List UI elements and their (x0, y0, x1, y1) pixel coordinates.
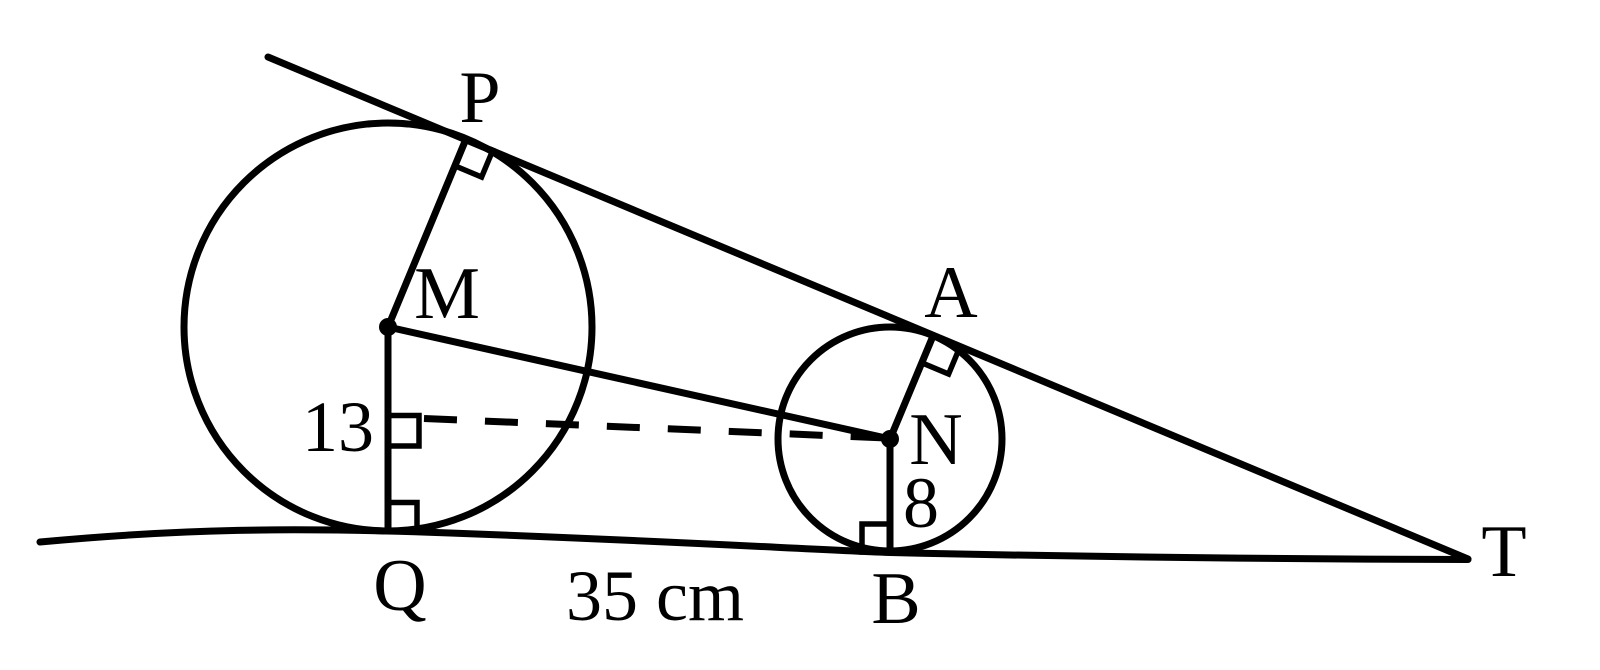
radius-MP (384, 135, 470, 331)
right-angle-mark-A (918, 343, 964, 378)
label-radius-8: 8 (903, 463, 939, 543)
center-dot-M (379, 318, 397, 336)
right-angle-mark-MQ-dashed (385, 412, 422, 449)
label-T: T (1481, 511, 1526, 593)
label-P: P (459, 57, 500, 139)
radius-NA (886, 332, 937, 443)
label-A: A (924, 252, 977, 334)
label-M: M (414, 253, 480, 335)
center-dot-N (881, 430, 899, 448)
segment-MN (384, 323, 894, 443)
right-angle-mark-B (859, 521, 893, 555)
label-B: B (871, 558, 920, 640)
label-N: N (909, 399, 962, 481)
label-distance-35cm: 35 cm (566, 556, 744, 636)
right-angle-mark-Q (385, 499, 420, 533)
tangent-line-bottom-QBT (36, 526, 1472, 563)
label-radius-13: 13 (302, 387, 374, 467)
dashed-helper-line (423, 415, 887, 442)
label-Q: Q (373, 545, 426, 627)
right-angle-mark-P (451, 146, 497, 181)
